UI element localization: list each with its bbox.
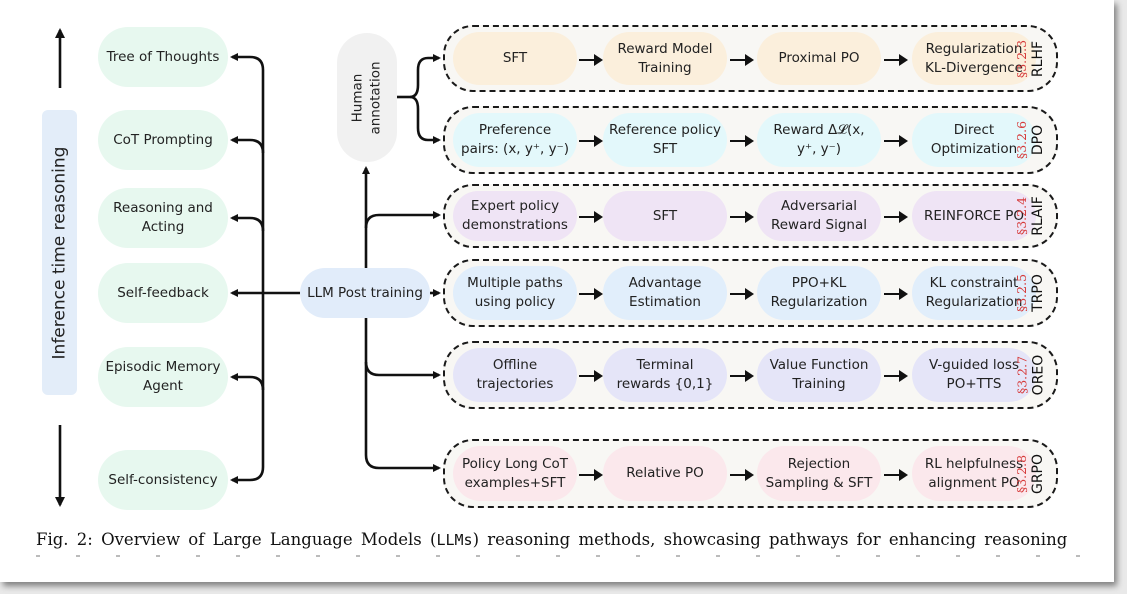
pipeline-rlaif: Expert policy demonstrations SFT Adversari…: [443, 184, 1058, 248]
arrow-right-icon: [579, 288, 603, 300]
pipeline-step: Rejection Sampling & SFT: [757, 446, 881, 501]
section-reference[interactable]: §3.2.5: [1014, 273, 1029, 313]
arrow-right-icon: [579, 370, 603, 382]
pipeline-step: Adversarial Reward Signal: [757, 191, 881, 241]
caption-text-1: Fig. 2: Overview of Large Language Model…: [36, 530, 437, 549]
pipeline-trpo: Multiple paths using policy Advantage Est…: [443, 259, 1058, 327]
arrow-right-icon: [730, 288, 754, 300]
arrow-right-icon: [884, 53, 908, 66]
pipeline-step: Expert policy demonstrations: [453, 191, 577, 241]
pipeline-step: Policy Long CoT examples+SFT: [453, 446, 577, 501]
pipeline-name: GRPO: [1030, 453, 1047, 494]
pipeline-step: V-guided loss PO+TTS: [912, 348, 1036, 402]
pipeline-step: Multiple paths using policy: [453, 266, 577, 320]
arrow-right-icon: [884, 135, 908, 147]
pipeline-step: Reward Δ𝓛(x, y⁺, y⁻): [757, 113, 881, 167]
arrow-right-icon: [579, 53, 603, 66]
pipeline-rlhf: SFT Reward Model Training Proximal PO Regul…: [443, 25, 1058, 92]
human-annotation-node: Human annotation: [337, 33, 397, 162]
arrow-right-icon: [579, 211, 603, 223]
arrow-right-icon: [730, 468, 754, 481]
pipeline-step: RL helpfulness alignment PO: [912, 446, 1036, 501]
pipeline-step: Offline trajectories: [453, 348, 577, 402]
section-reference[interactable]: §3.2.7: [1014, 355, 1029, 395]
pipeline-step: SFT: [603, 191, 727, 241]
arrow-right-icon: [730, 370, 754, 382]
method-self-feedback: Self-feedback: [98, 263, 228, 323]
method-cot-prompting: CoT Prompting: [98, 110, 228, 170]
human-annotation-text: Human annotation: [350, 60, 385, 135]
inference-axis-text: Inference time reasoning: [49, 146, 70, 359]
section-reference[interactable]: §3.2.8: [1014, 454, 1030, 493]
arrow-right-icon: [884, 288, 908, 300]
arrow-right-icon: [884, 370, 908, 382]
pipeline-step: PPO+KL Regularization: [757, 266, 881, 320]
pipeline-oreo: Offline trajectories Terminal rewards {0,…: [443, 341, 1058, 409]
pipeline-dpo: Preference pairs: (x, y⁺, y⁻) Reference p…: [443, 106, 1058, 174]
pipeline-name: DPO: [1030, 124, 1046, 156]
llm-post-training-hub: LLM Post training: [300, 268, 430, 318]
arrow-right-icon: [579, 468, 603, 481]
pipeline-name: RLAIF: [1029, 196, 1046, 236]
pipeline-step: Advantage Estimation: [603, 266, 727, 320]
pipeline-step: Preference pairs: (x, y⁺, y⁻): [453, 113, 577, 167]
pipeline-step: KL constraint Regularization: [912, 266, 1036, 320]
pipeline-step: Reference policy SFT: [603, 113, 727, 167]
pipeline-grpo: Policy Long CoT examples+SFT Relative PO R…: [443, 439, 1058, 508]
pipeline-name: OREO: [1030, 354, 1046, 396]
method-tree-of-thoughts: Tree of Thoughts: [98, 27, 228, 87]
caption-llms: LLMs: [436, 531, 473, 549]
pipeline-step: SFT: [453, 32, 577, 85]
pipeline-step: Terminal rewards {0,1}: [603, 348, 727, 402]
method-reasoning-and-acting: Reasoning and Acting: [98, 188, 228, 248]
pipeline-name: RLHF: [1030, 40, 1046, 77]
method-self-consistency: Self-consistency: [98, 450, 228, 510]
arrow-right-icon: [730, 211, 754, 223]
figure-card: Inference time reasoning Tree of Thought…: [0, 0, 1114, 582]
caption-next-line-cropped: [36, 553, 1096, 558]
arrow-right-icon: [579, 135, 603, 147]
pipeline-step: Direct Optimization: [912, 113, 1036, 167]
arrow-right-icon: [884, 211, 908, 223]
method-episodic-memory-agent: Episodic Memory Agent: [98, 347, 228, 407]
inference-time-reasoning-label: Inference time reasoning: [42, 110, 77, 395]
caption-text-2: ) reasoning methods, showcasing pathways…: [472, 530, 1068, 549]
pipeline-step: Proximal PO: [757, 32, 881, 85]
section-reference[interactable]: §3.2.3: [1014, 39, 1029, 78]
pipeline-step: Value Function Training: [757, 348, 881, 402]
pipeline-name: TRPO: [1030, 274, 1046, 312]
section-reference[interactable]: §3.2.6: [1014, 120, 1029, 160]
figure-caption: Fig. 2: Overview of Large Language Model…: [36, 530, 1096, 549]
pipeline-step: Reward Model Training: [603, 32, 727, 85]
arrow-right-icon: [730, 135, 754, 147]
section-reference[interactable]: §3.2.4: [1013, 196, 1029, 236]
pipeline-step: REINFORCE PO: [912, 191, 1036, 241]
pipeline-step: Relative PO: [603, 446, 727, 501]
arrow-right-icon: [730, 53, 754, 66]
arrow-right-icon: [884, 468, 908, 481]
pipeline-step: Regularization KL-Divergence: [912, 32, 1036, 85]
